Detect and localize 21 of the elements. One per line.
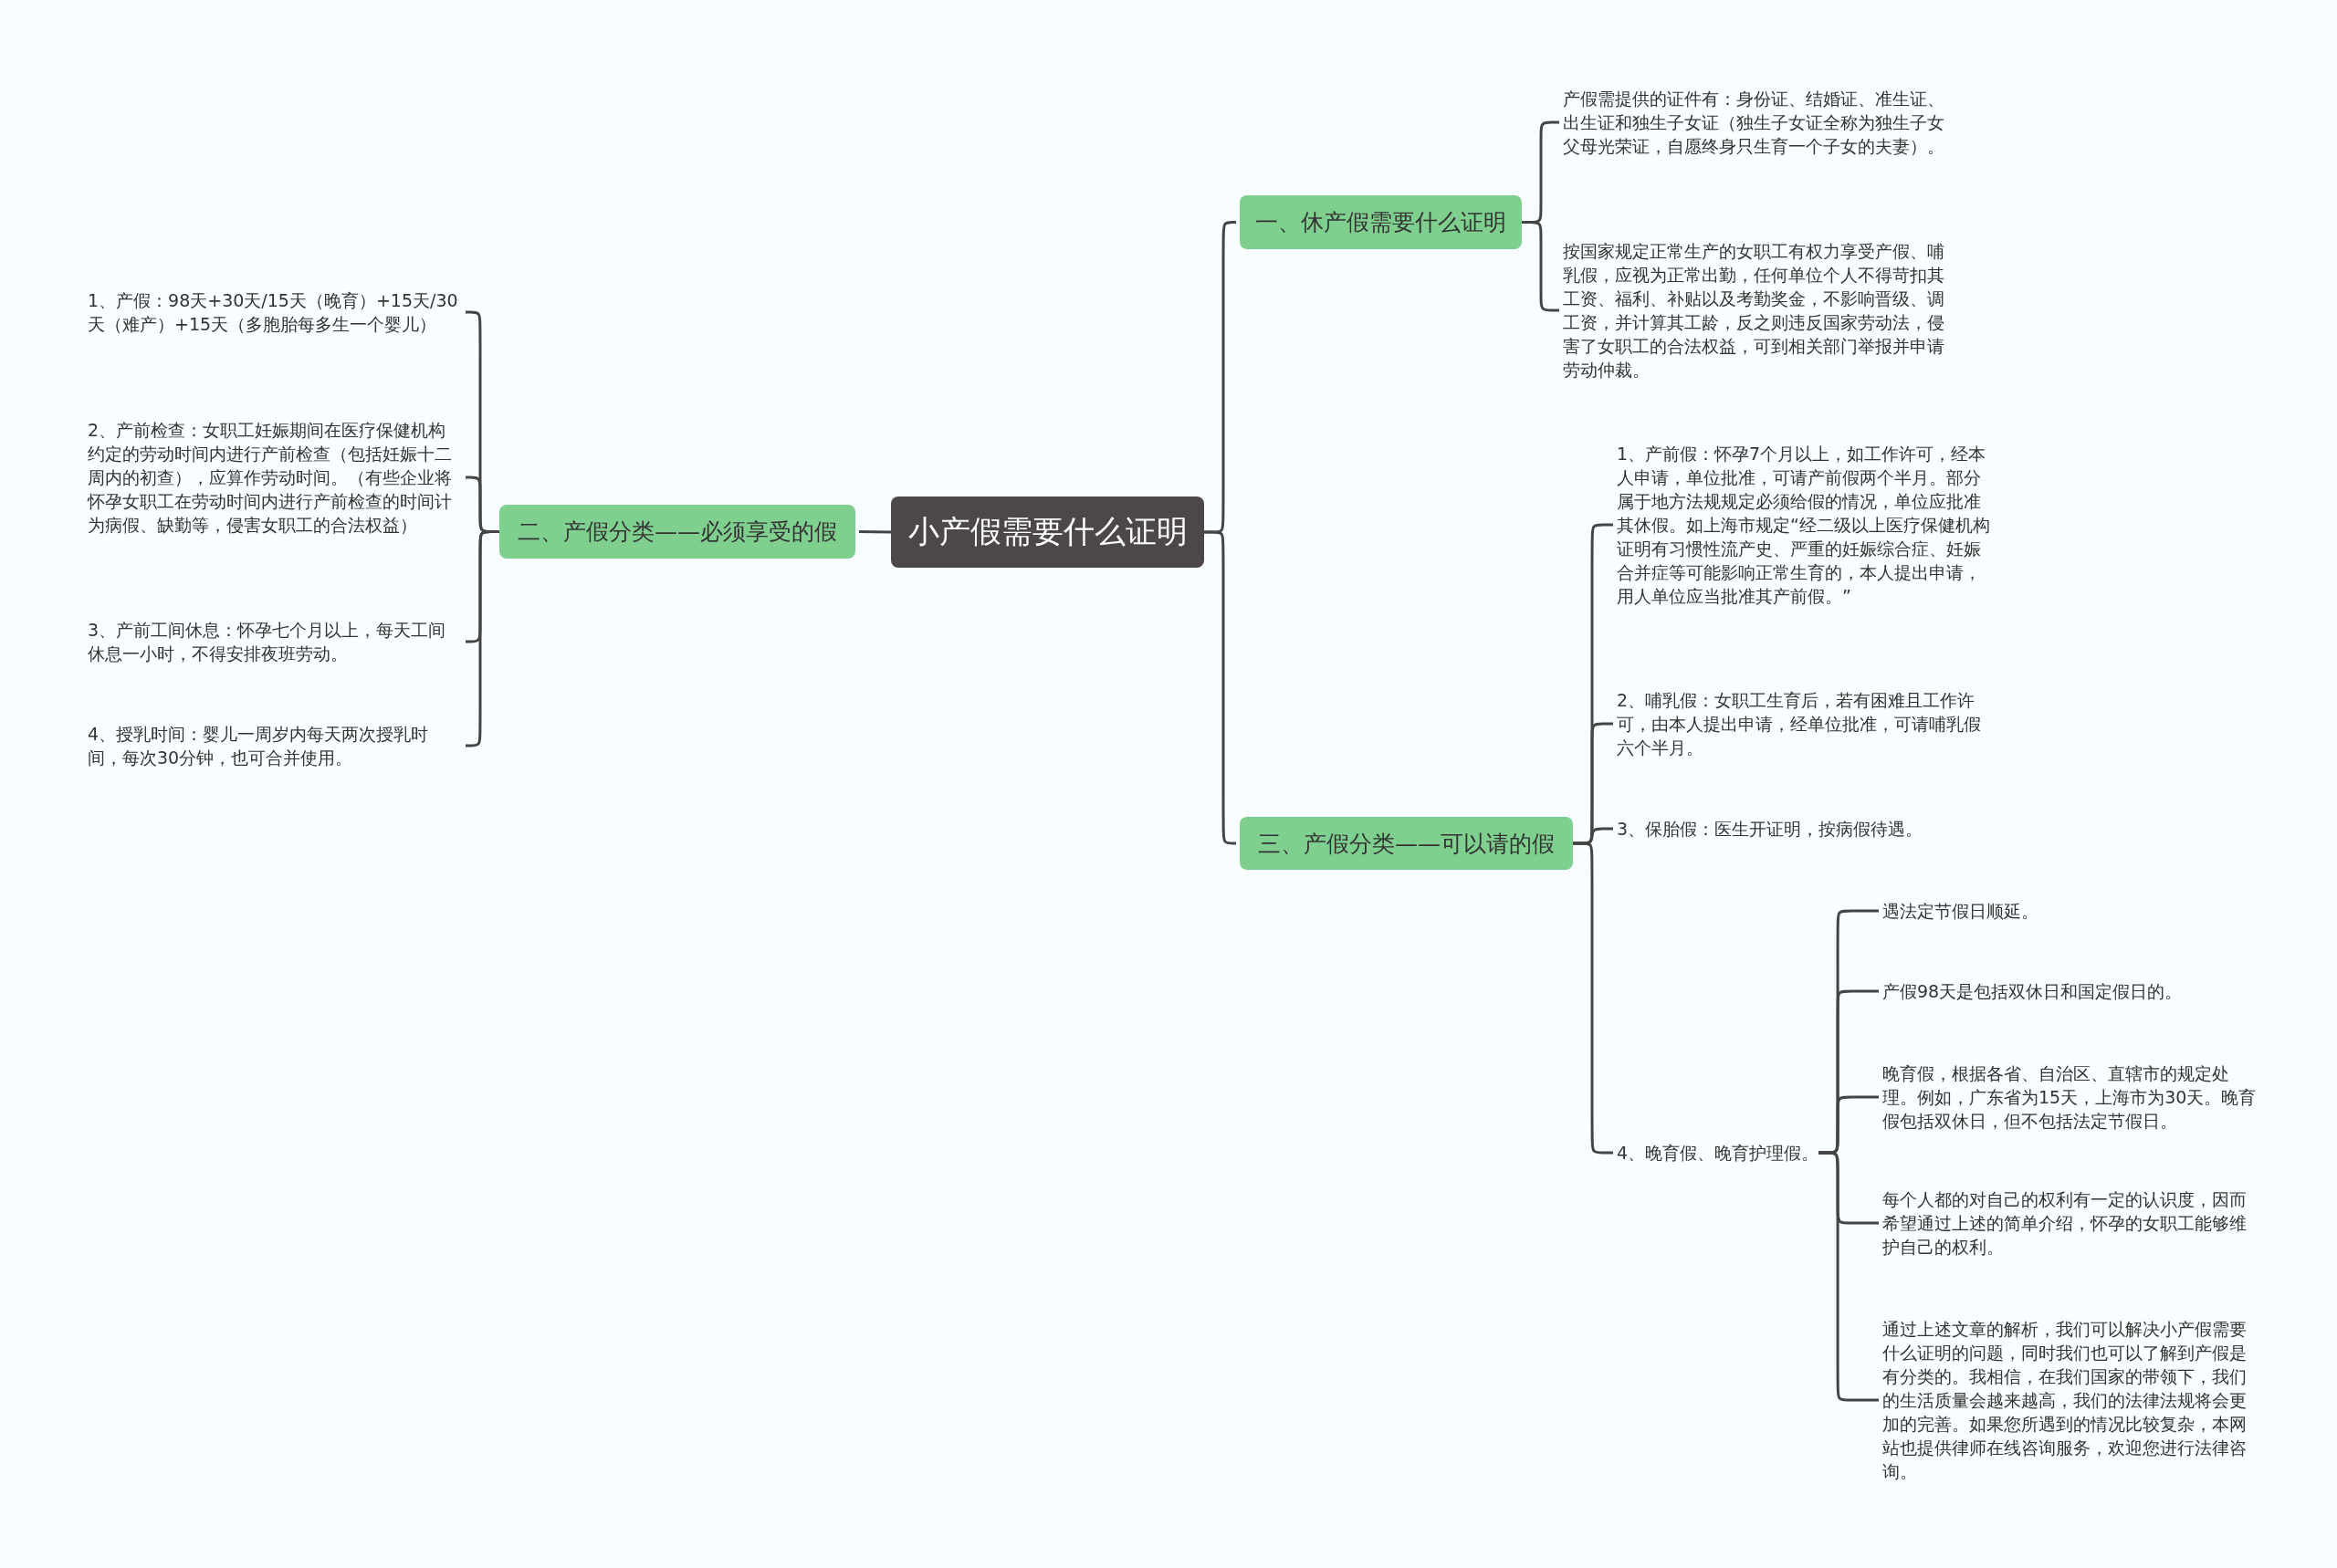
topic-text: 每个人都的对自己的权利有一定的认识度，因而希望通过上述的简单介绍，怀孕的女职工能够维护自己的权利。 — [1882, 1187, 2258, 1259]
branch-topic: 一、休产假需要什么证明 — [1240, 195, 1522, 249]
connector-line — [858, 530, 892, 534]
topic-text: 3、保胎假：医生开证明，按病假待遇。 — [1617, 817, 1923, 841]
central-topic: 小产假需要什么证明 — [891, 497, 1204, 568]
topic-text: 2、哺乳假：女职工生育后，若有困难且工作许可，由本人提出申请，经单位批准，可请哺乳假六个半月。 — [1617, 688, 1991, 759]
topic-text: 遇法定节假日顺延。 — [1882, 899, 2038, 923]
topic-text: 4、晚育假、晚育护理假。 — [1617, 1141, 1819, 1165]
topic-text: 产假98天是包括双休日和国定假日的。 — [1882, 979, 2183, 1003]
topic-text: 1、产前假：怀孕7个月以上，如工作许可，经本人申请，单位批准，可请产前假两个半月。部分属于地方法规规定必须给假的情况，单位应批准其休假。如上海市规定“经二级以上医疗保健机构证明有习惯性流产史、严重的妊娠综合症、妊娠合并症等可能影响正常生育的，本人提出申请，用人单位应当批准其产前假。” — [1617, 442, 1991, 608]
topic-text: 4、授乳时间：婴儿一周岁内每天两次授乳时间，每次30分钟，也可合并使用。 — [88, 722, 462, 769]
topic-text: 2、产前检查：女职工妊娠期间在医疗保健机构约定的劳动时间内进行产前检查（包括妊娠十二周内的初查），应算作劳动时间。（有些企业将怀孕女职工在劳动时间内进行产前检查的时间计为病假、缺勤等，侵害女职工的合法权益） — [88, 418, 462, 537]
topic-text: 按国家规定正常生产的女职工有权力享受产假、哺乳假，应视为正常出勤，任何单位个人不得苛扣其工资、福利、补贴以及考勤奖金，不影响晋级、调工资，并计算其工龄，反之则违反国家劳动法，侵害了女职工的合法权益，可到相关部门举报并申请劳动仲裁。 — [1563, 239, 1946, 382]
branch-topic: 二、产假分类——必须享受的假 — [499, 505, 855, 559]
topic-text: 晚育假，根据各省、自治区、直辖市的规定处理。例如，广东省为15天，上海市为30天。晚育假包括双休日，但不包括法定节假日。 — [1882, 1061, 2258, 1133]
connector-line — [1818, 1151, 1879, 1402]
topic-text: 1、产假：98天+30天/15天（晚育）+15天/30天（难产）+15天（多胞胎每多生一个婴儿） — [88, 288, 462, 336]
topic-text: 3、产前工间休息：怀孕七个月以上，每天工间休息一小时，不得安排夜班劳动。 — [88, 618, 462, 665]
branch-topic: 三、产假分类——可以请的假 — [1240, 817, 1573, 870]
topic-text: 产假需提供的证件有：身份证、结婚证、准生证、出生证和独生子女证（独生子女证全称为独生子女父母光荣证，自愿终身只生育一个子女的夫妻）。 — [1563, 87, 1946, 158]
topic-text: 通过上述文章的解析，我们可以解决小产假需要什么证明的问题，同时我们也可以了解到产假是有分类的。我相信，在我们国家的带领下，我们的生活质量会越来越高，我们的法律法规将会更加的完善。如果您所遇到的情况比较复杂，本网站也提供律师在线咨询服务，欢迎您进行法律咨询。 — [1882, 1317, 2258, 1483]
